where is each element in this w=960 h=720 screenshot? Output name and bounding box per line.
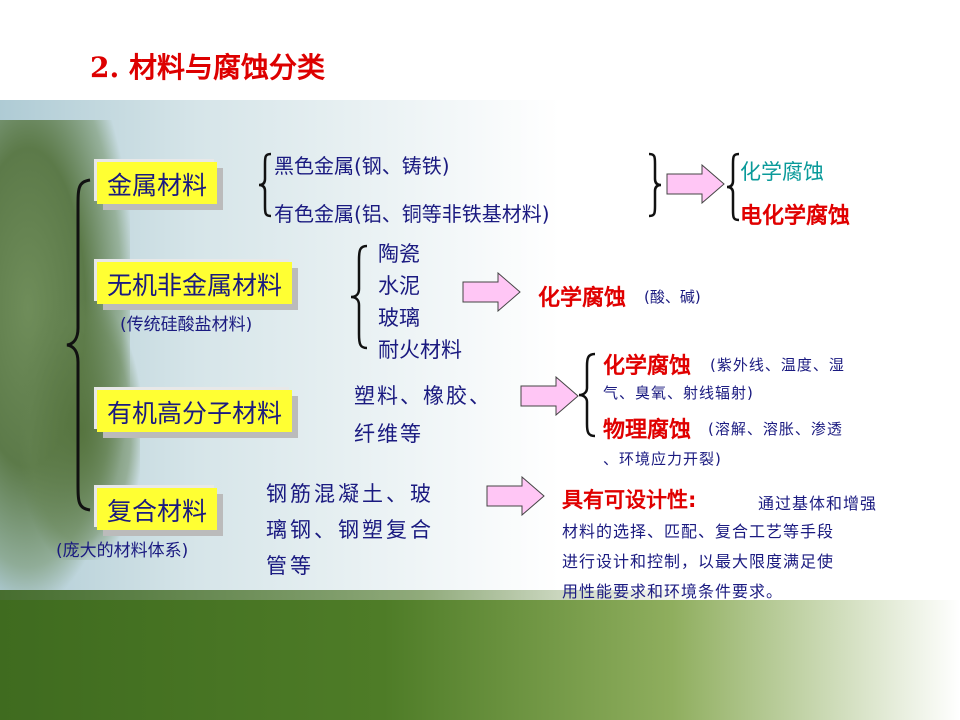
inorganic-item-ceramic: 陶瓷 xyxy=(378,242,420,266)
slide-title: 2. 材料与腐蚀分类 xyxy=(90,51,325,84)
brace-metal-items xyxy=(258,152,272,218)
metal-corrosion-chemical: 化学腐蚀 xyxy=(740,160,824,184)
composite-design-line4: 用性能要求和环境条件要求。 xyxy=(562,582,784,601)
inorganic-item-cement: 水泥 xyxy=(378,274,420,298)
category-box-composite: 复合材料 xyxy=(97,488,218,530)
arrow-inorganic xyxy=(462,272,521,312)
metal-item-ferrous: 黑色金属(钢、铸铁) xyxy=(274,154,450,178)
inorganic-item-glass: 玻璃 xyxy=(378,306,420,330)
brace-inorganic-items xyxy=(350,244,368,350)
composite-items-line1: 钢筋混凝土、玻 xyxy=(266,482,434,506)
polymer-phys-note-line1: (溶解、溶胀、渗透 xyxy=(708,420,843,438)
composite-items-line3: 管等 xyxy=(266,554,314,578)
inorganic-corrosion-title: 化学腐蚀 xyxy=(538,286,627,311)
composite-design-title: 具有可设计性: xyxy=(562,488,697,512)
category-box-inorganic: 无机非金属材料 xyxy=(97,262,293,304)
polymer-chem-note-line1: (紫外线、温度、湿 xyxy=(710,356,845,374)
inorganic-corrosion-note: (酸、碱) xyxy=(644,288,701,306)
brace-metal-closing xyxy=(648,152,662,218)
arrow-metal xyxy=(666,164,725,204)
polymer-items-line1: 塑料、橡胶、 xyxy=(354,384,492,408)
category-box-polymer: 有机高分子材料 xyxy=(97,390,293,432)
composite-design-line3: 进行设计和控制，以最大限度满足使 xyxy=(562,552,835,571)
inorganic-note: (传统硅酸盐材料) xyxy=(120,315,253,335)
metal-corrosion-electrochemical: 电化学腐蚀 xyxy=(740,204,851,229)
metal-item-nonferrous: 有色金属(铝、铜等非铁基材料) xyxy=(274,202,550,226)
inorganic-item-refractory: 耐火材料 xyxy=(378,338,462,362)
composite-design-line1: 通过基体和增强 xyxy=(758,494,878,513)
polymer-chem-title: 化学腐蚀 xyxy=(603,354,692,379)
polymer-phys-note-line2: 、环境应力开裂) xyxy=(603,450,722,468)
arrow-polymer xyxy=(520,376,579,416)
main-brace xyxy=(66,178,91,512)
polymer-items-line2: 纤维等 xyxy=(354,422,423,446)
composite-design-line2: 材料的选择、匹配、复合工艺等手段 xyxy=(562,522,835,541)
background-grass xyxy=(0,600,960,720)
polymer-phys-title: 物理腐蚀 xyxy=(603,418,692,443)
composite-items-line2: 璃钢、钢塑复合 xyxy=(266,518,434,542)
category-box-metal: 金属材料 xyxy=(97,162,218,204)
brace-metal-corrosion xyxy=(726,152,740,222)
polymer-chem-note-line2: 气、臭氧、射线辐射) xyxy=(603,384,754,402)
composite-note: (庞大的材料体系) xyxy=(56,541,189,561)
brace-polymer-corrosion xyxy=(578,352,596,438)
arrow-composite xyxy=(486,476,545,516)
